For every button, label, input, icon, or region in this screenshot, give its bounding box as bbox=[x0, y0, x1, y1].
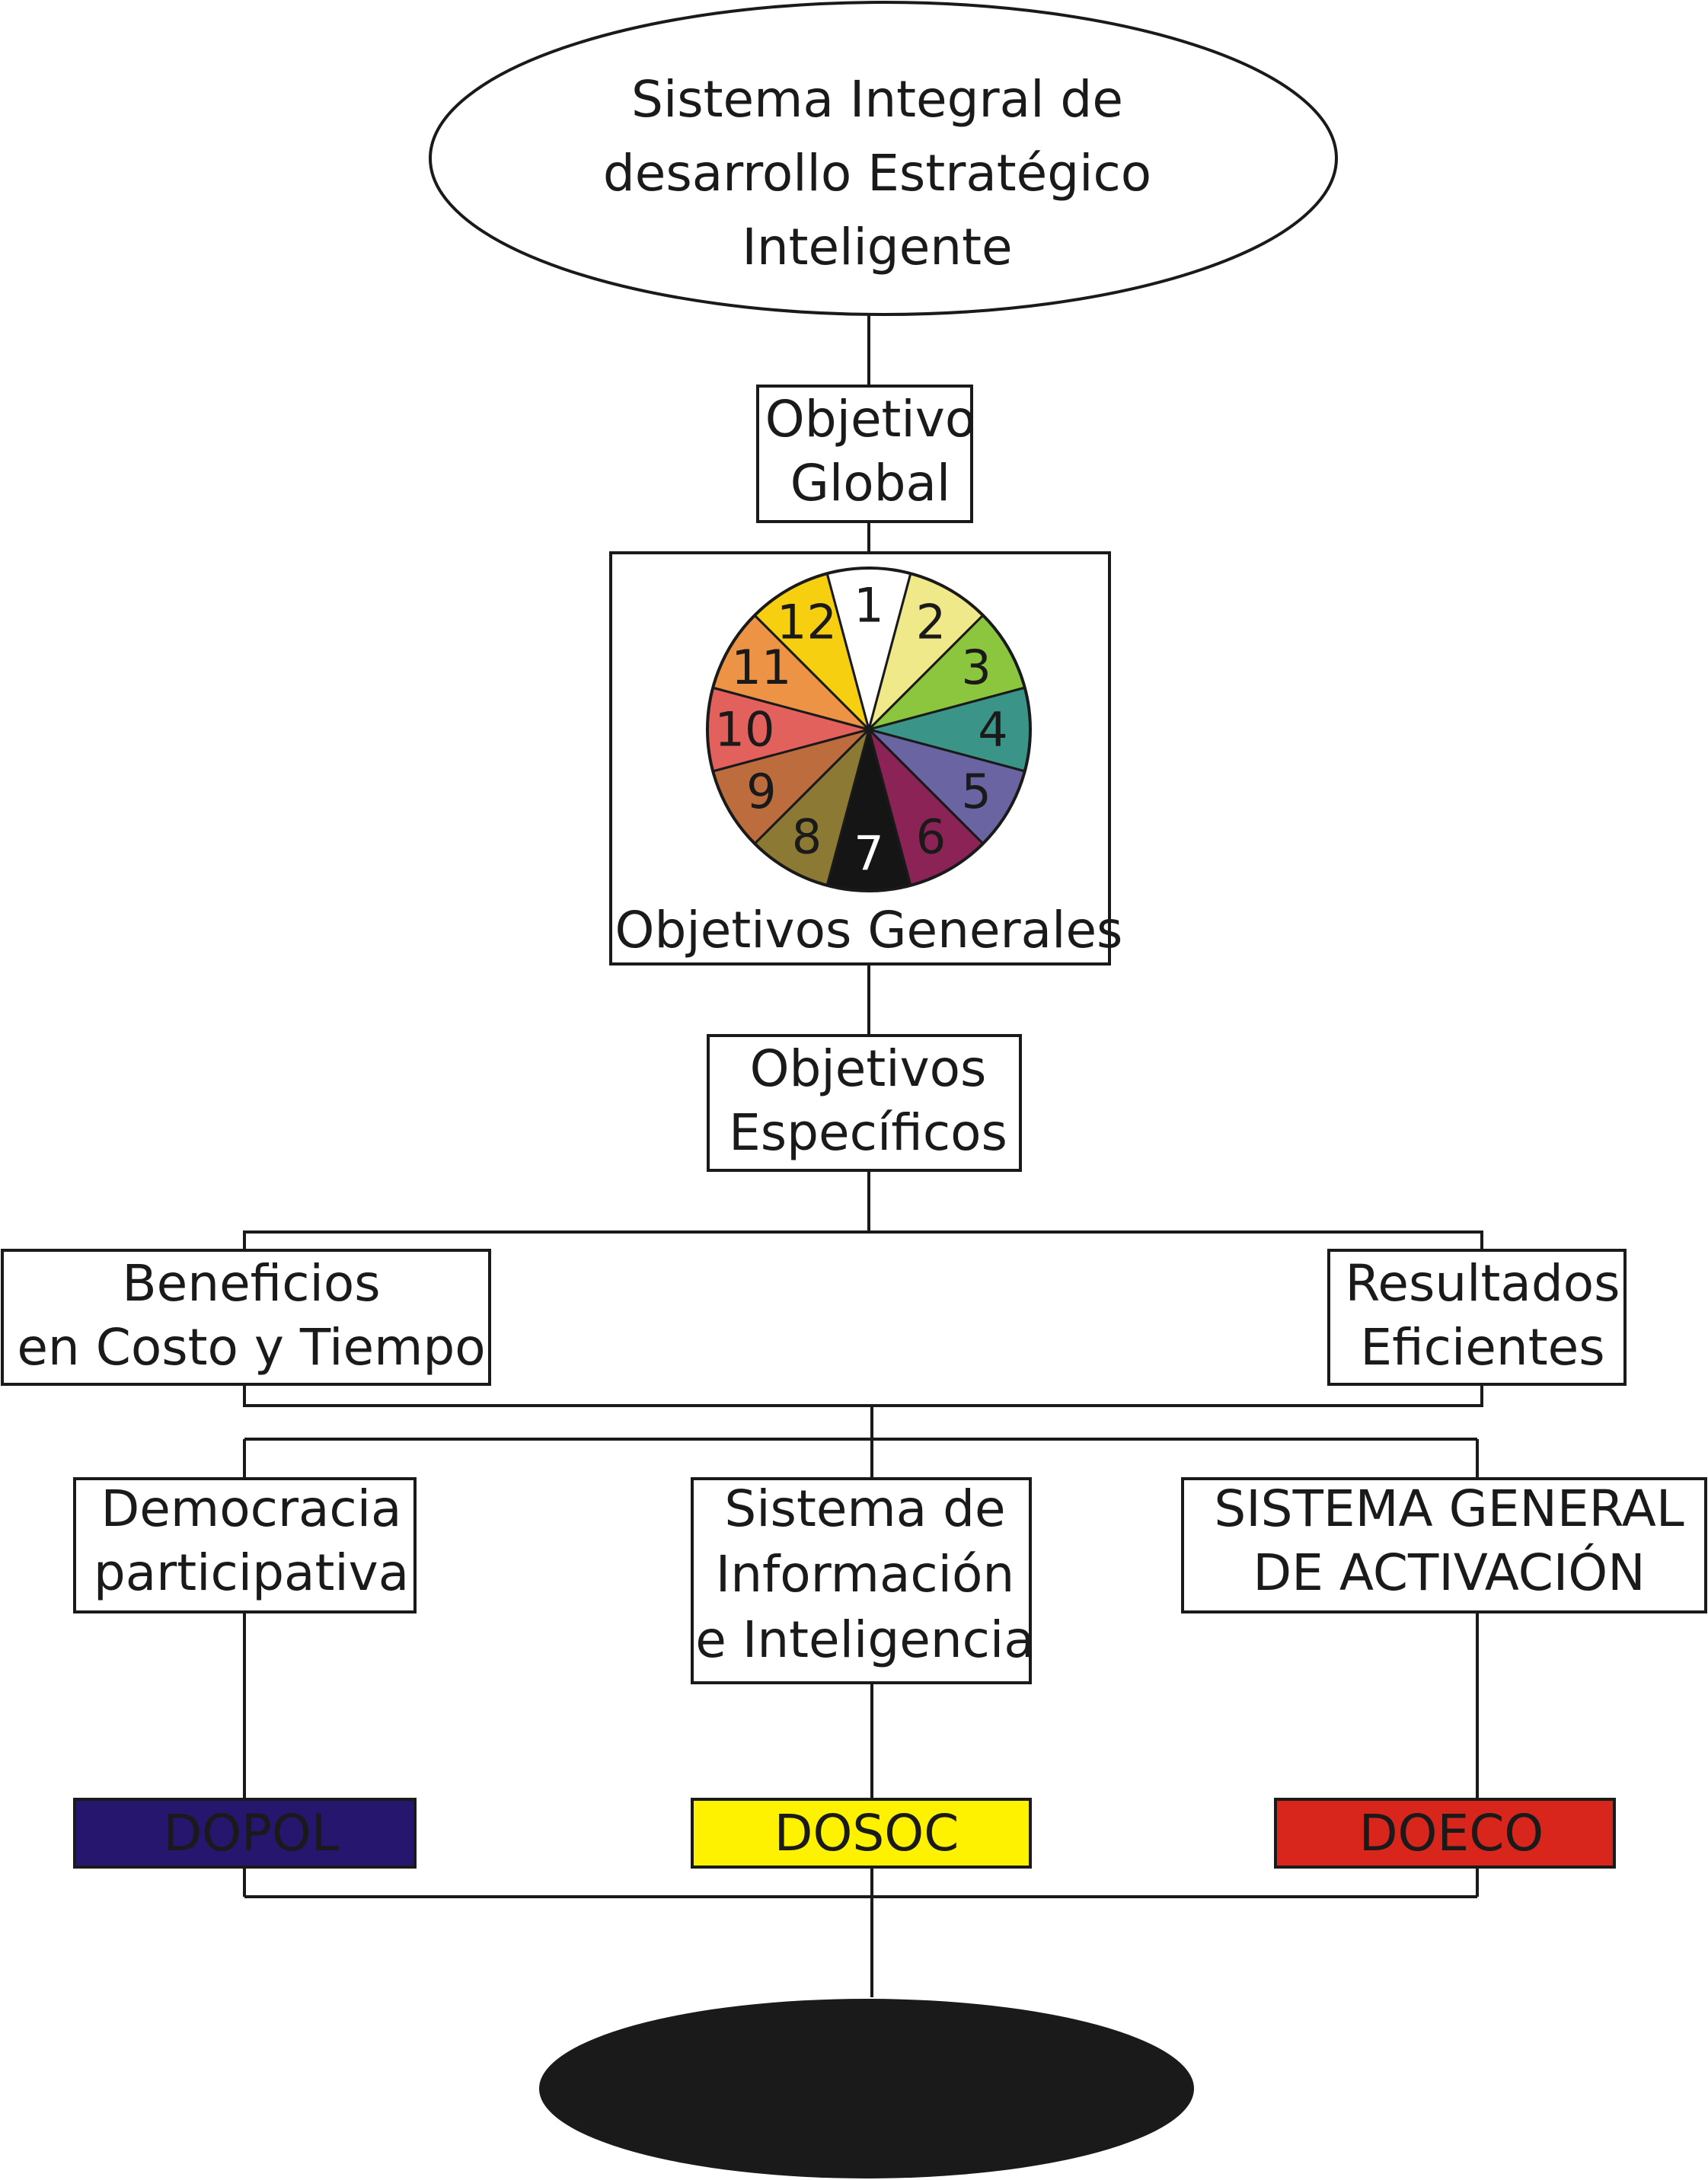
dosoc-label: DOSOC bbox=[774, 1804, 959, 1862]
resultados-line-2: Eficientes bbox=[1360, 1318, 1604, 1377]
wheel-number-3: 3 bbox=[961, 640, 991, 695]
sistema-integral-line-2: desarrollo Estratégico bbox=[603, 144, 1151, 203]
wheel-outline bbox=[706, 567, 1032, 892]
resultados-line-1: Resultados bbox=[1345, 1254, 1620, 1313]
democracia-line-2: participativa bbox=[94, 1543, 409, 1602]
wheel-number-4: 4 bbox=[978, 702, 1007, 758]
sistema-integral-line-3: Inteligente bbox=[742, 218, 1012, 276]
objetivo-global-line-2: Global bbox=[790, 454, 951, 512]
municipio-line-1: MUNICIPIO bbox=[729, 2019, 997, 2077]
wheel-number-1: 1 bbox=[854, 578, 883, 634]
wheel-number-8: 8 bbox=[792, 809, 822, 865]
objetivos-generales-label: Objetivos Generales bbox=[615, 901, 1123, 959]
wheel-number-10: 10 bbox=[715, 702, 775, 758]
objetivo-global-line-1: Objetivo bbox=[765, 390, 975, 448]
beneficios-line-2: en Costo y Tiempo bbox=[17, 1318, 485, 1377]
objetivos-especificos-line-1: Objetivos bbox=[750, 1039, 987, 1098]
node-municipio-inteligente: MUNICIPIO INTELIGENTE bbox=[539, 1999, 1194, 2178]
dosoc-box bbox=[691, 1798, 1032, 1869]
sistema-informacion-line-3: e Inteligencia bbox=[695, 1610, 1034, 1669]
sistema-informacion-line-2: Información bbox=[716, 1545, 1014, 1604]
municipio-line-2: INTELIGENTE bbox=[698, 2083, 1026, 2142]
node-sistema-activacion: SISTEMA GENERAL DE ACTIVACIÓN bbox=[1181, 1477, 1707, 1613]
wheel-number-12: 12 bbox=[777, 594, 837, 650]
municipio-ellipse bbox=[539, 1999, 1194, 2178]
sistema-activacion-line-2: DE ACTIVACIÓN bbox=[1253, 1543, 1645, 1602]
dopol-label: DOPOL bbox=[163, 1804, 340, 1862]
node-sistema-informacion: Sistema de Información e Inteligencia bbox=[691, 1477, 1035, 1684]
wheel-number-2: 2 bbox=[916, 594, 946, 650]
sistema-activacion-line-1: SISTEMA GENERAL bbox=[1214, 1479, 1684, 1538]
node-dosoc: DOSOC bbox=[691, 1798, 1032, 1869]
node-objetivos-especificos: Objetivos Específicos bbox=[707, 1034, 1022, 1172]
wheel-number-9: 9 bbox=[746, 764, 776, 819]
node-dopol: DOPOL bbox=[73, 1798, 417, 1869]
wheel-number-7: 7 bbox=[854, 826, 883, 882]
sistema-integral-line-1: Sistema Integral de bbox=[631, 70, 1123, 129]
node-sistema-integral: Sistema Integral de desarrollo Estratégi… bbox=[429, 1, 1338, 316]
dopol-box bbox=[73, 1798, 417, 1869]
wheel-number-11: 11 bbox=[731, 640, 791, 695]
node-resultados: Resultados Eficientes bbox=[1327, 1249, 1627, 1386]
doeco-box bbox=[1274, 1798, 1616, 1869]
sistema-informacion-line-1: Sistema de bbox=[724, 1479, 1005, 1538]
democracia-line-1: Democracia bbox=[101, 1479, 401, 1538]
objetivos-especificos-line-2: Específicos bbox=[729, 1103, 1007, 1162]
beneficios-line-1: Beneficios bbox=[122, 1254, 380, 1313]
doeco-label: DOECO bbox=[1359, 1804, 1544, 1862]
node-beneficios: Beneficios en Costo y Tiempo bbox=[1, 1249, 491, 1386]
node-democracia: Democracia participativa bbox=[73, 1477, 417, 1613]
wheel-number-6: 6 bbox=[916, 809, 946, 865]
node-objetivo-global: Objetivo Global bbox=[756, 385, 975, 523]
node-doeco: DOECO bbox=[1274, 1798, 1616, 1869]
wheel-number-5: 5 bbox=[961, 764, 991, 819]
